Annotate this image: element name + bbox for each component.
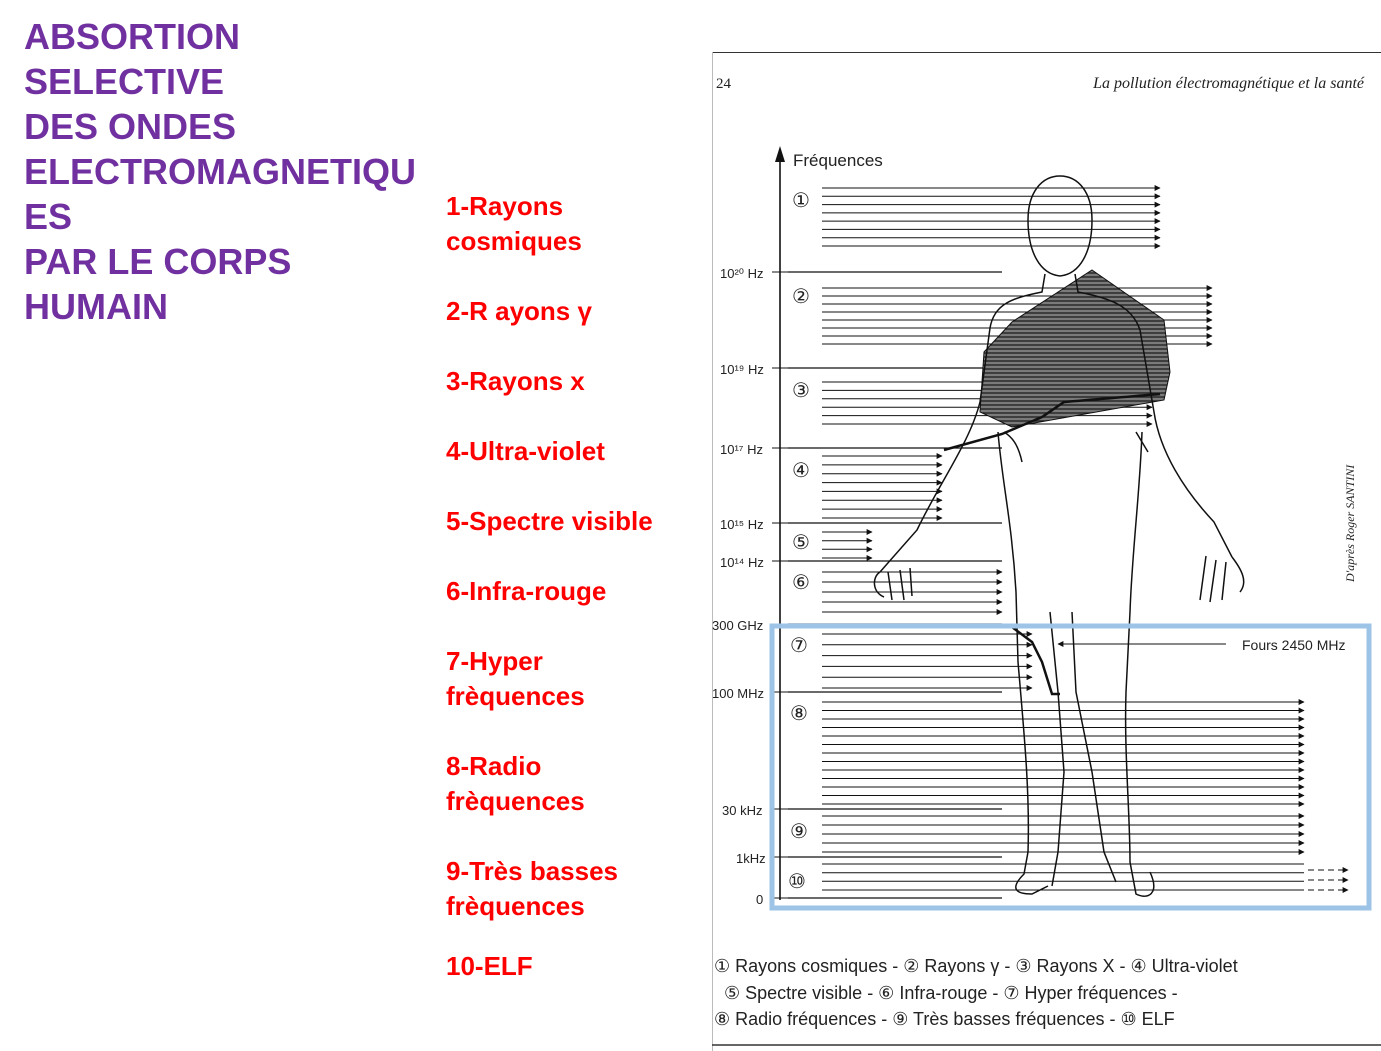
legend-line: 8-Radio	[446, 751, 542, 781]
legend-line: 6-Infra-rouge	[446, 576, 607, 606]
tick-label: 10¹⁵ Hz	[720, 517, 764, 532]
tick-label: 100 MHz	[712, 686, 764, 701]
tick-label: 10¹⁹ Hz	[720, 362, 764, 377]
title-line: PAR LE CORPS	[24, 241, 292, 282]
band-number: ⑤	[792, 532, 810, 554]
tick-label: 30 kHz	[722, 803, 762, 818]
legend-item-9: 9-Très basses frèquences	[446, 854, 618, 924]
legend-item-4: 4-Ultra-violet	[446, 434, 605, 469]
band-number: ⑧	[790, 703, 808, 725]
page-number: 24	[716, 76, 732, 92]
legend-line: frèquences	[446, 891, 585, 921]
caption-line: ⑤ Spectre visible - ⑥ Infra-rouge - ⑦ Hy…	[724, 983, 1178, 1003]
legend-item-7: 7-Hyper frèquences	[446, 644, 585, 714]
tick-label: 10¹⁷ Hz	[720, 442, 763, 457]
human-figure	[873, 175, 1245, 897]
band-numbers: ① ② ③ ④ ⑤ ⑥ ⑦ ⑧ ⑨ ⑩	[788, 190, 810, 893]
legend-line: 4-Ultra-violet	[446, 436, 605, 466]
figure-caption: ① Rayons cosmiques - ② Rayons γ - ③ Rayo…	[714, 956, 1238, 1029]
absorption-boundary-lower	[1011, 626, 1060, 696]
legend-line: 3-Rayons x	[446, 366, 585, 396]
band-number: ④	[792, 460, 810, 482]
band-number: ①	[792, 190, 810, 212]
tick-label: 300 GHz	[712, 618, 763, 633]
axis-arrow-icon	[775, 146, 785, 162]
oven-label: Fours 2450 MHz	[1242, 637, 1345, 653]
legend-line: 10-ELF	[446, 951, 533, 981]
legend-item-10: 10-ELF	[446, 949, 533, 984]
book-title: La pollution électromagnétique et la san…	[1092, 75, 1365, 92]
band-number: ⑦	[790, 635, 808, 657]
legend-item-2: 2-R ayons γ	[446, 294, 592, 329]
title-line: HUMAIN	[24, 286, 168, 327]
title-line: DES ONDES	[24, 106, 237, 147]
title-line: ELECTROMAGNETIQU	[24, 151, 416, 192]
legend-item-5: 5-Spectre visible	[446, 504, 653, 539]
scanned-book-figure: 24 La pollution électromagnétique et la …	[712, 52, 1381, 1051]
title-line: ES	[24, 196, 73, 237]
highlight-frame	[769, 623, 1372, 911]
legend-item-6: 6-Infra-rouge	[446, 574, 606, 609]
caption-line: ① Rayons cosmiques - ② Rayons γ - ③ Rayo…	[714, 956, 1238, 976]
figure-credit: D'après Roger SANTINI	[1343, 464, 1357, 583]
frequency-ticks: 10²⁰ Hz 10¹⁹ Hz 10¹⁷ Hz 10¹⁵ Hz 10¹⁴ Hz …	[712, 266, 766, 907]
legend-line: 7-Hyper	[446, 646, 543, 676]
tick-label: 10²⁰ Hz	[720, 266, 764, 281]
tick-label: 1kHz	[736, 851, 766, 866]
absorption-boundary-upper	[943, 392, 1161, 452]
legend-line: 5-Spectre visible	[446, 506, 653, 536]
band-number: ⑥	[792, 572, 810, 594]
legend-line: 9-Très basses	[446, 856, 619, 886]
legend-line: frèquences	[446, 786, 585, 816]
caption-line: ⑧ Radio fréquences - ⑨ Très basses fréqu…	[714, 1009, 1175, 1029]
absorption-shaded-region	[979, 269, 1171, 428]
legend-line: cosmiques	[446, 226, 582, 256]
title-line: ABSORTION	[24, 16, 240, 57]
legend-line: 1-Rayons	[446, 191, 564, 221]
legend-line: 2-R ayons γ	[446, 296, 592, 326]
band-number: ③	[792, 380, 810, 402]
legend-item-1: 1-Rayons cosmiques	[446, 189, 582, 259]
legend-item-3: 3-Rayons x	[446, 364, 585, 399]
slide-title: ABSORTION SELECTIVE DES ONDES ELECTROMAG…	[24, 14, 444, 329]
band-number: ⑨	[790, 821, 808, 843]
tick-label: 0	[756, 892, 763, 907]
tick-label: 10¹⁴ Hz	[720, 555, 764, 570]
axis-label: Fréquences	[793, 151, 883, 170]
band-number: ②	[792, 286, 810, 308]
band-lines	[788, 185, 1349, 899]
title-line: SELECTIVE	[24, 61, 225, 102]
legend-item-8: 8-Radio frèquences	[446, 749, 585, 819]
band-number: ⑩	[788, 871, 806, 893]
legend-line: frèquences	[446, 681, 585, 711]
